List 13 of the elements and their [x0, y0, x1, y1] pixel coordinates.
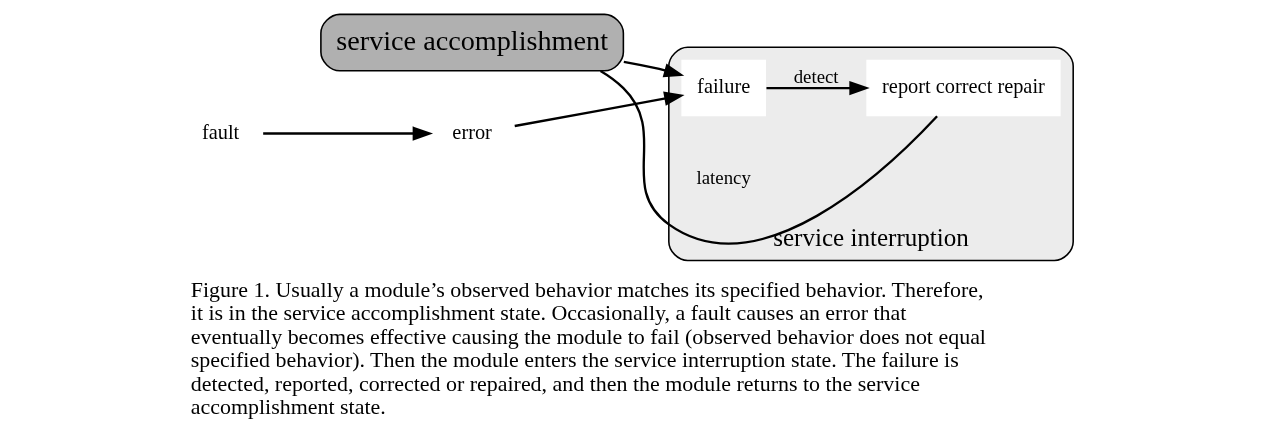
- label: latency: [696, 166, 751, 188]
- connector: [599, 69, 938, 244]
- node-text: fault: [201, 120, 240, 143]
- node-text: error: [452, 120, 492, 143]
- node-box: failure: [681, 59, 766, 117]
- arrow: [766, 80, 870, 96]
- node-box: service accomplishment: [320, 13, 625, 72]
- caption: Figure 1. Usually a module’s observed behavior matches its specified behavior. Therefore, it is in the service accomplishment state. Occasionally, a fault causes an error that eventually becomes effective causing the module to fail (observed behavior does not equal specified behavior). Then the module enters the service interruption state. The failure is detected, reported, corrected or repaired, and then the module returns to the service accomplishment state.: [190, 276, 986, 420]
- arrow: [263, 126, 434, 141]
- arrow: [514, 91, 685, 128]
- arrow: [623, 60, 685, 78]
- edge-label: detect: [793, 65, 839, 87]
- node-box: report correct repair: [866, 59, 1061, 117]
